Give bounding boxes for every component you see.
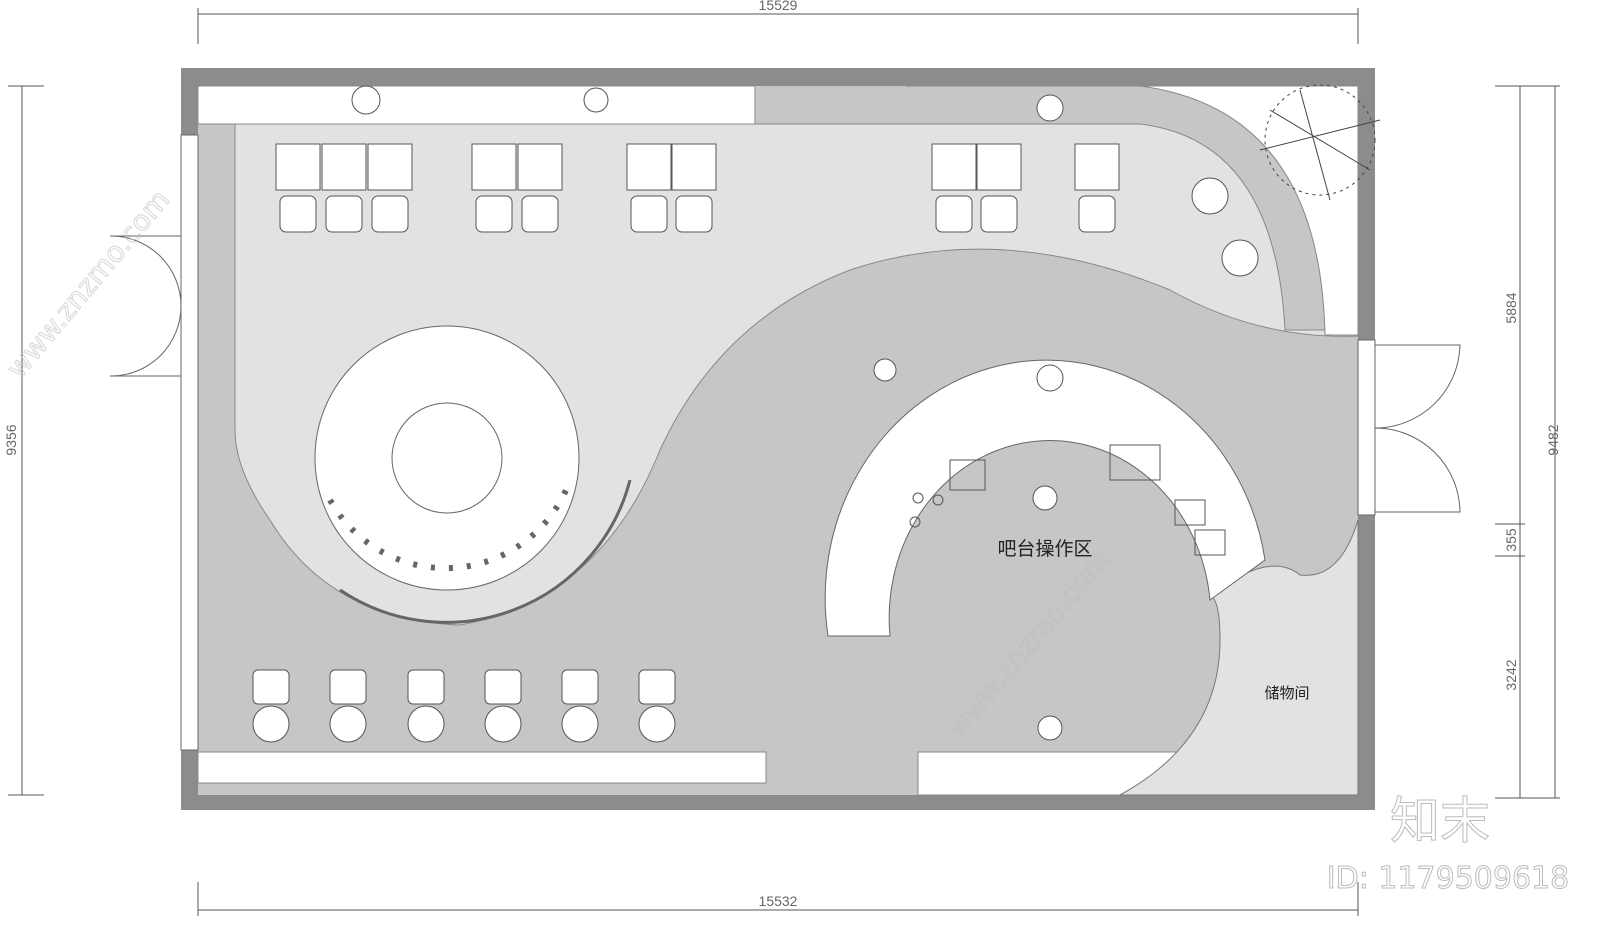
dimension-lines (8, 8, 1560, 916)
dim-top: 15529 (759, 0, 798, 13)
watermark-id: ID: 1179509618 (1327, 861, 1569, 896)
counter-bottom-left (197, 751, 767, 784)
dim-bottom: 15532 (759, 893, 798, 909)
watermark-site: www.znzmo.com (0, 183, 176, 384)
counter-top-left (197, 85, 756, 125)
dim-left: 9356 (3, 424, 19, 455)
bar-counter (824, 359, 1266, 637)
chairs-top (275, 143, 1259, 277)
dim-right-lower: 3242 (1503, 659, 1519, 690)
room-label-bar: 吧台操作区 (997, 538, 1092, 560)
doors (109, 134, 1461, 751)
dim-right-gap: 355 (1503, 528, 1519, 552)
room-label-storage: 储物间 (1264, 684, 1309, 702)
tables-bottom (252, 669, 676, 743)
dim-right-upper: 5884 (1503, 292, 1519, 323)
round-booth (314, 325, 632, 624)
dim-right-total: 9482 (1545, 424, 1561, 455)
tree-icon (1259, 84, 1381, 201)
watermark-logo: 知末 (1390, 792, 1490, 850)
bar-equipment (909, 444, 1226, 556)
people (351, 85, 1064, 741)
counter-top-right (906, 85, 1359, 336)
